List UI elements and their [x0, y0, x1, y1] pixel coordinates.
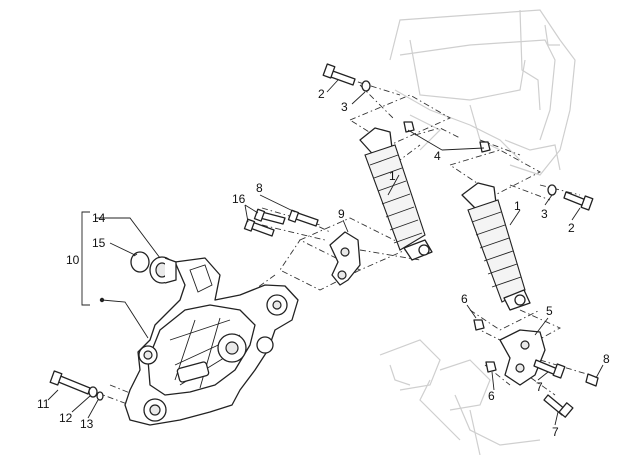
callout-8-right: 8	[603, 352, 610, 366]
callout-16: 16	[232, 192, 246, 206]
callout-1-right: 1	[514, 199, 521, 213]
bearing-assembly	[130, 251, 177, 284]
callout-2-top: 2	[318, 87, 325, 101]
callout-13: 13	[80, 417, 94, 431]
ghost-frame	[379, 9, 576, 455]
callout-6-top: 6	[461, 292, 468, 306]
callout-6-bottom: 6	[488, 389, 495, 403]
callout-9: 9	[338, 207, 345, 221]
callout-3-right: 3	[541, 207, 548, 221]
fasteners	[49, 63, 599, 418]
callout-5: 5	[546, 304, 553, 318]
shock-absorber-left	[359, 127, 433, 261]
callout-2-right: 2	[568, 221, 575, 235]
callout-14: 14	[92, 211, 106, 225]
callout-7-bottom: 7	[552, 425, 559, 439]
callout-4: 4	[434, 149, 441, 163]
callout-labels: 2 3 4 1 1 3 2 8 16 9 14 15 10 6 5 8 7 6 …	[37, 87, 610, 439]
bracket-5	[499, 329, 546, 386]
callout-12: 12	[59, 411, 73, 425]
callout-8-top: 8	[256, 181, 263, 195]
callout-1-left: 1	[389, 169, 396, 183]
bracket-9	[329, 231, 361, 286]
swingarm-casting	[124, 257, 299, 426]
callout-15: 15	[92, 236, 106, 250]
callout-11: 11	[37, 397, 50, 411]
shock-absorber-right	[461, 182, 531, 311]
callout-7-mid: 7	[536, 380, 543, 394]
callout-10: 10	[66, 253, 80, 267]
leader-lines	[47, 79, 604, 426]
callout-3-top: 3	[341, 100, 348, 114]
